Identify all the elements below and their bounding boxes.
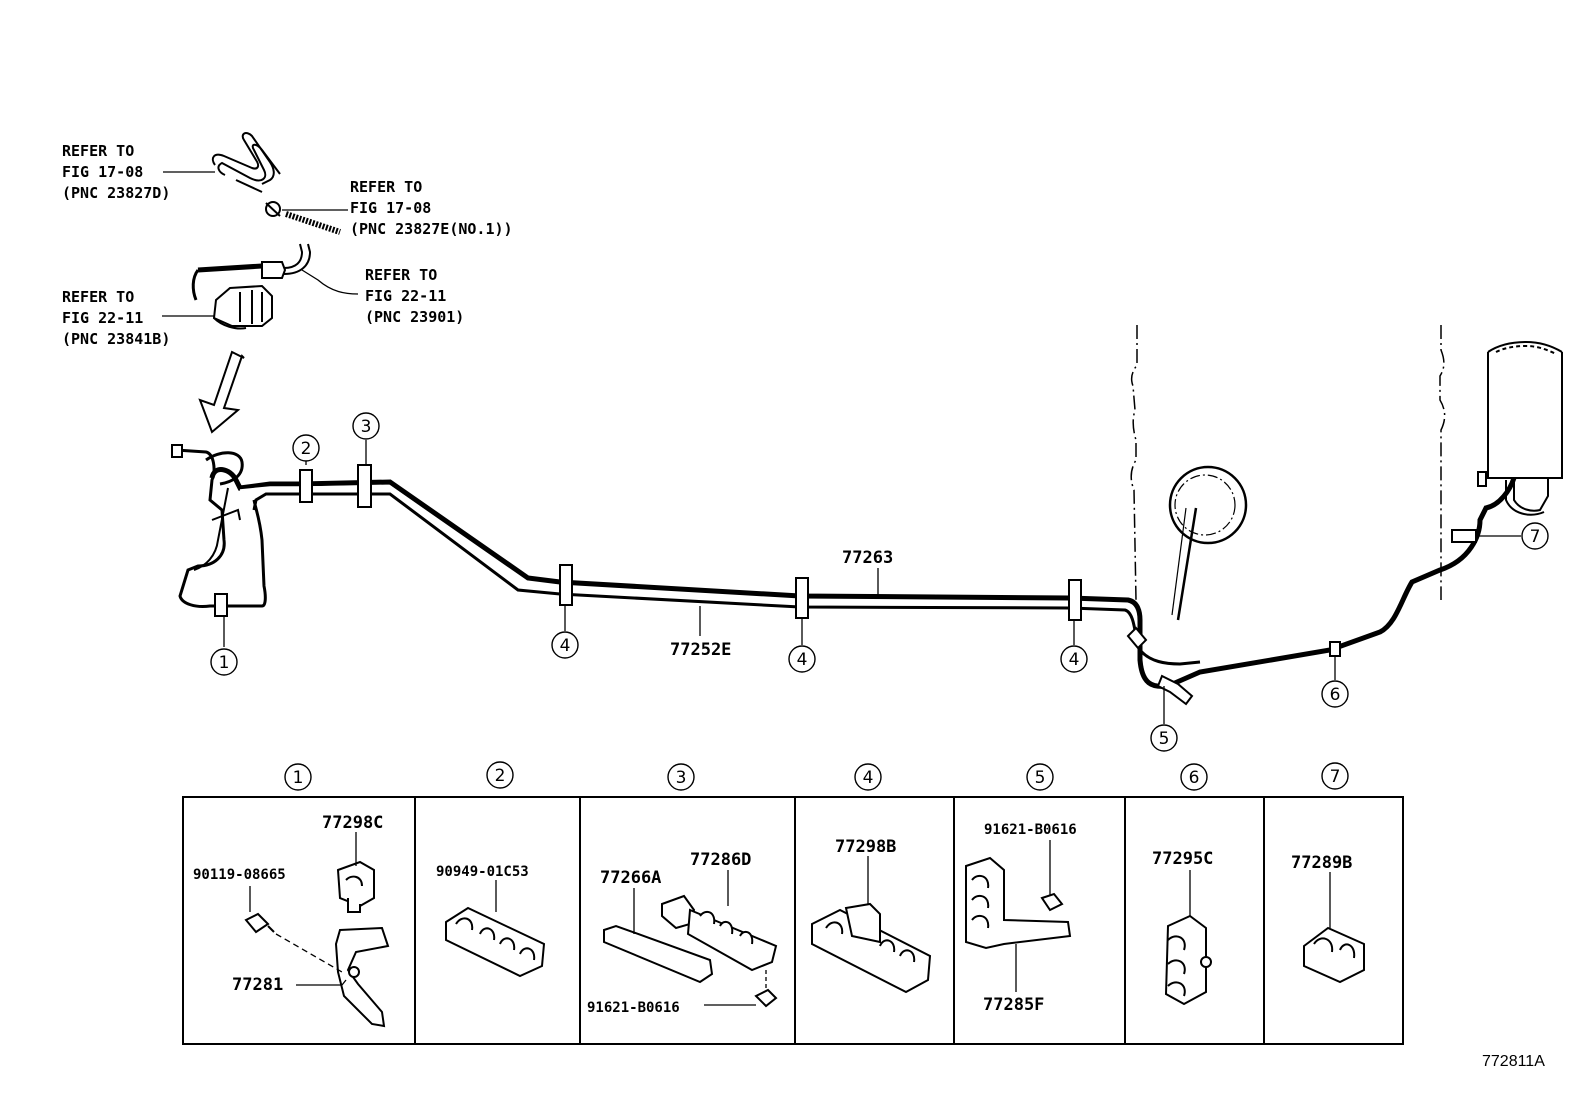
- callout-7: 7: [1530, 527, 1541, 547]
- callout-4: 4: [560, 636, 571, 656]
- hose-assembly-sketch: [191, 132, 341, 330]
- ref-leaders: [162, 171, 359, 317]
- clamp-3: [357, 464, 372, 508]
- callout-4: 4: [1069, 650, 1080, 670]
- callout-1: 1: [219, 653, 230, 673]
- part-77263-label: 77263: [842, 548, 893, 568]
- ref-line: FIG 22-11: [62, 309, 143, 327]
- ref-line: FIG 17-08: [350, 199, 431, 217]
- callout-3: 3: [361, 417, 372, 437]
- ref-label-fig22-11-23901: REFER TO FIG 22-11 (PNC 23901): [365, 266, 464, 326]
- table-cell-4: 77298B: [811, 837, 932, 994]
- ref-label-fig17-08-23827e: REFER TO FIG 17-08 (PNC 23827E(NO.1)): [350, 178, 513, 238]
- callout-2: 2: [301, 439, 312, 459]
- table-frame: [182, 796, 1404, 1045]
- part-91621-b0616: 91621-B0616: [587, 1000, 680, 1016]
- table-cell-7: 77289B: [1291, 853, 1365, 984]
- clamp-1: [214, 593, 228, 617]
- ref-line: REFER TO: [350, 178, 422, 196]
- ref-line: REFER TO: [365, 266, 437, 284]
- table-cell-3: 77266A 77286D 91621-B0616: [587, 850, 778, 1016]
- clamp-4b: [795, 577, 809, 619]
- table-header-4: 4: [863, 768, 874, 788]
- part-91621-b0616-b: 91621-B0616: [984, 822, 1077, 838]
- ref-line: REFER TO: [62, 288, 134, 306]
- clamp-6: [1329, 641, 1341, 657]
- ref-line: FIG 17-08: [62, 163, 143, 181]
- table-headers: 1 2 3 4 5 6 7: [284, 761, 1349, 791]
- part-77298c: 77298C: [322, 813, 383, 833]
- part-77252e-label: 77252E: [670, 640, 731, 660]
- canister: [1477, 340, 1563, 516]
- part-90949-01c53: 90949-01C53: [436, 864, 529, 880]
- fuel-tubes: [171, 444, 1517, 706]
- table-header-2: 2: [495, 766, 506, 786]
- clamp-7: [1451, 529, 1477, 543]
- fuel-filler-ring: [1168, 465, 1248, 621]
- part-77286d: 77286D: [690, 850, 751, 870]
- ref-line: (PNC 23827D): [62, 184, 170, 202]
- callout-6: 6: [1330, 685, 1341, 705]
- ref-line: REFER TO: [62, 142, 134, 160]
- table-header-3: 3: [676, 768, 687, 788]
- table-header-1: 1: [293, 768, 304, 788]
- ref-label-fig17-08-23827d: REFER TO FIG 17-08 (PNC 23827D): [62, 142, 170, 202]
- table-cell-1: 77298C 90119-08665 77281: [193, 813, 390, 1028]
- ref-label-fig22-11-23841b: REFER TO FIG 22-11 (PNC 23841B): [62, 288, 170, 348]
- part-77281: 77281: [232, 975, 283, 995]
- ref-line: (PNC 23901): [365, 308, 464, 326]
- part-77295c: 77295C: [1152, 849, 1213, 869]
- part-77285f: 77285F: [983, 995, 1044, 1015]
- table-header-5: 5: [1035, 768, 1046, 788]
- diagram-callouts: 1 2 3 4 4 4 5 6 7: [210, 412, 1549, 752]
- detail-table: 1 2 3 4 5 6 7 77298C 90119-08665 77281: [182, 761, 1404, 1045]
- table-cell-5: 91621-B0616 77285F: [965, 822, 1077, 1015]
- callout-5: 5: [1159, 729, 1170, 749]
- callout-leaders: [223, 440, 1521, 724]
- callout-4: 4: [797, 650, 808, 670]
- table-cell-2: 90949-01C53: [436, 864, 546, 978]
- table-header-7: 7: [1330, 767, 1341, 787]
- clamp-4c: [1068, 579, 1082, 621]
- part-77266a: 77266A: [600, 868, 661, 888]
- ref-line: (PNC 23841B): [62, 330, 170, 348]
- clamp-4a: [559, 564, 573, 606]
- part-77298b: 77298B: [835, 837, 896, 857]
- ref-line: FIG 22-11: [365, 287, 446, 305]
- direction-arrow-icon: [198, 350, 245, 434]
- figure-id: 772811A: [1482, 1053, 1545, 1070]
- body-outline: [1130, 325, 1446, 601]
- part-77289b: 77289B: [1291, 853, 1352, 873]
- table-header-6: 6: [1189, 768, 1200, 788]
- part-90119-08665: 90119-08665: [193, 867, 286, 883]
- ref-line: (PNC 23827E(NO.1)): [350, 220, 513, 238]
- clamp-2: [299, 469, 313, 503]
- table-cell-6: 77295C: [1152, 849, 1213, 1006]
